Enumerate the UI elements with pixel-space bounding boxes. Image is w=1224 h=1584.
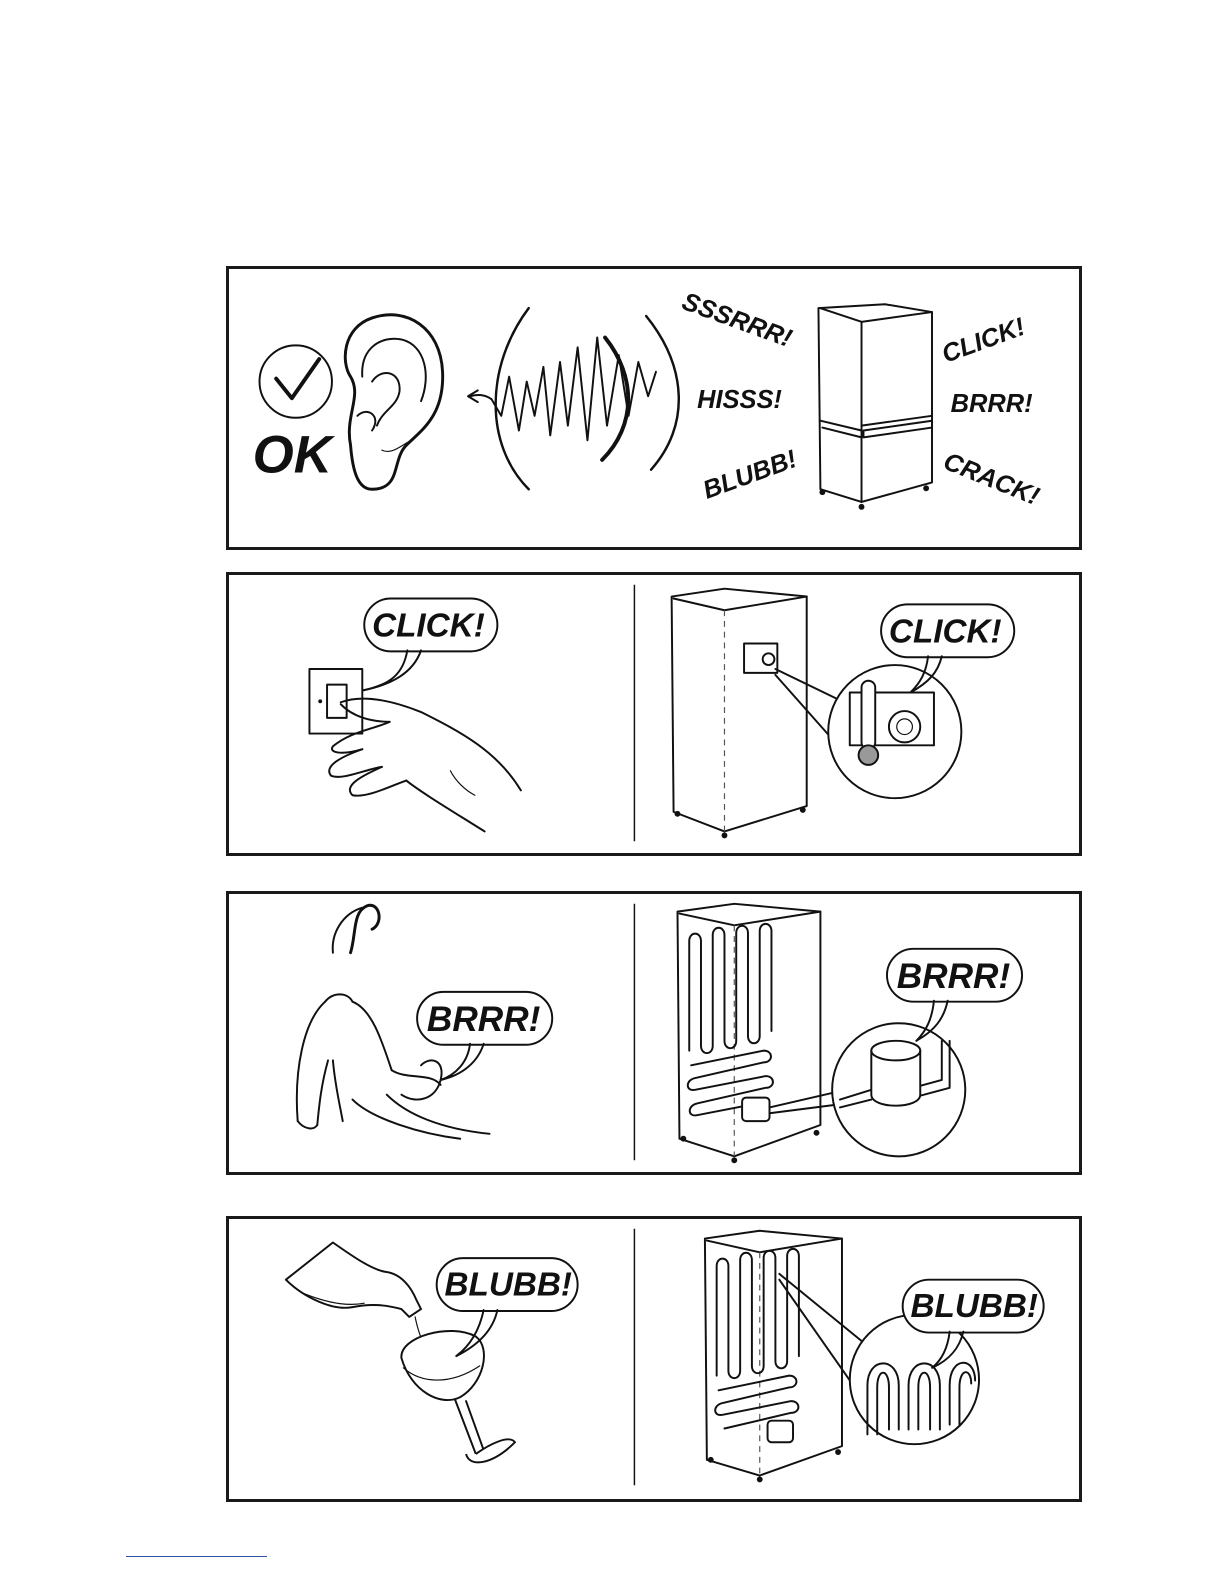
thermostat-detail-icon — [828, 665, 961, 798]
bubble-text-left: CLICK! — [372, 608, 485, 645]
speech-bubble-left: CLICK! — [362, 598, 497, 690]
normal-noises-illustration: OK SSSRRR! HISSS! BLUBB! CLICK! BRRR! CR… — [229, 269, 1079, 547]
sound-word-crack: CRACK! — [940, 447, 1044, 511]
panel-thermostat-click: CLICK! — [226, 572, 1082, 856]
bubble-text-right: BRRR! — [897, 957, 1011, 996]
fridge-icon — [672, 589, 836, 839]
panel-normal-noises: OK SSSRRR! HISSS! BLUBB! CLICK! BRRR! CR… — [226, 266, 1082, 550]
refrigerant-flow-illustration: BLUBB! BLUBB! — [229, 1219, 1079, 1499]
sound-word-hisss: HISSS! — [697, 386, 782, 414]
fridge-freezer-icon — [818, 304, 932, 510]
sound-word-brrr: BRRR! — [951, 390, 1033, 418]
fridge-coils-icon — [677, 904, 845, 1163]
bubble-text-right: CLICK! — [889, 614, 1002, 651]
checkmark-icon — [260, 345, 332, 417]
wine-bottle-icon — [286, 1242, 421, 1316]
bubble-text-right: BLUBB! — [911, 1288, 1039, 1325]
coil-detail-icon — [850, 1315, 979, 1444]
fridge-coils-icon — [705, 1231, 875, 1483]
thermostat-click-illustration: CLICK! — [229, 575, 1079, 853]
footer-rule — [126, 1556, 267, 1557]
ok-label: OK — [253, 426, 336, 485]
wine-glass-icon — [401, 1331, 515, 1462]
panel-compressor-hum: BRRR! BRRR! — [226, 891, 1082, 1175]
sound-word-click: CLICK! — [938, 313, 1029, 369]
compressor-hum-illustration: BRRR! BRRR! — [229, 894, 1079, 1172]
panel-refrigerant-flow: BLUBB! BLUBB! — [226, 1216, 1082, 1502]
sound-word-blubb: BLUBB! — [699, 445, 801, 505]
sound-word-sssrrr: SSSRRR! — [678, 287, 796, 353]
compressor-detail-icon — [832, 1023, 965, 1156]
ear-icon — [345, 315, 442, 489]
bubble-text-left: BRRR! — [427, 1000, 541, 1039]
light-switch-icon — [309, 669, 362, 734]
speech-bubble-left: BRRR! — [417, 992, 552, 1080]
bubble-text-left: BLUBB! — [444, 1266, 572, 1303]
sound-wave-icon — [468, 308, 679, 489]
